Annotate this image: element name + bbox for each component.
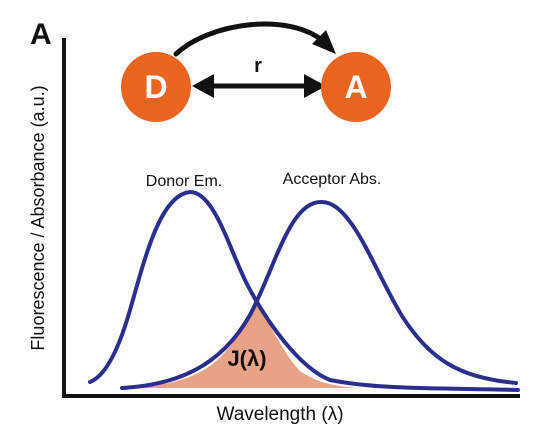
- acceptor-absorption-curve: [120, 199, 518, 390]
- energy-transfer-arrowhead: [312, 30, 336, 54]
- donor-node: D: [121, 52, 191, 122]
- acceptor-circle: [321, 52, 391, 122]
- donor-circle: [121, 52, 191, 122]
- distance-arrowhead-left: [192, 74, 214, 98]
- acceptor-node: A: [321, 52, 391, 122]
- y-axis-label: Fluorescence / Absorbance (a.u.): [28, 85, 48, 350]
- donor-emission-curve: [88, 189, 520, 392]
- overlap-area: [140, 303, 360, 388]
- panel-label: A: [30, 18, 52, 51]
- donor-label: D: [144, 69, 167, 105]
- acceptor-label: A: [344, 69, 367, 105]
- distance-arrowhead-right: [304, 74, 326, 98]
- donor-emission-label: Donor Em.: [146, 173, 222, 190]
- distance-label: r: [254, 55, 262, 77]
- x-axis-label: Wavelength (λ): [216, 404, 343, 425]
- energy-transfer-arrow: [173, 21, 327, 57]
- overlap-label: J(λ): [227, 346, 266, 371]
- acceptor-absorption-label: Acceptor Abs.: [283, 171, 382, 188]
